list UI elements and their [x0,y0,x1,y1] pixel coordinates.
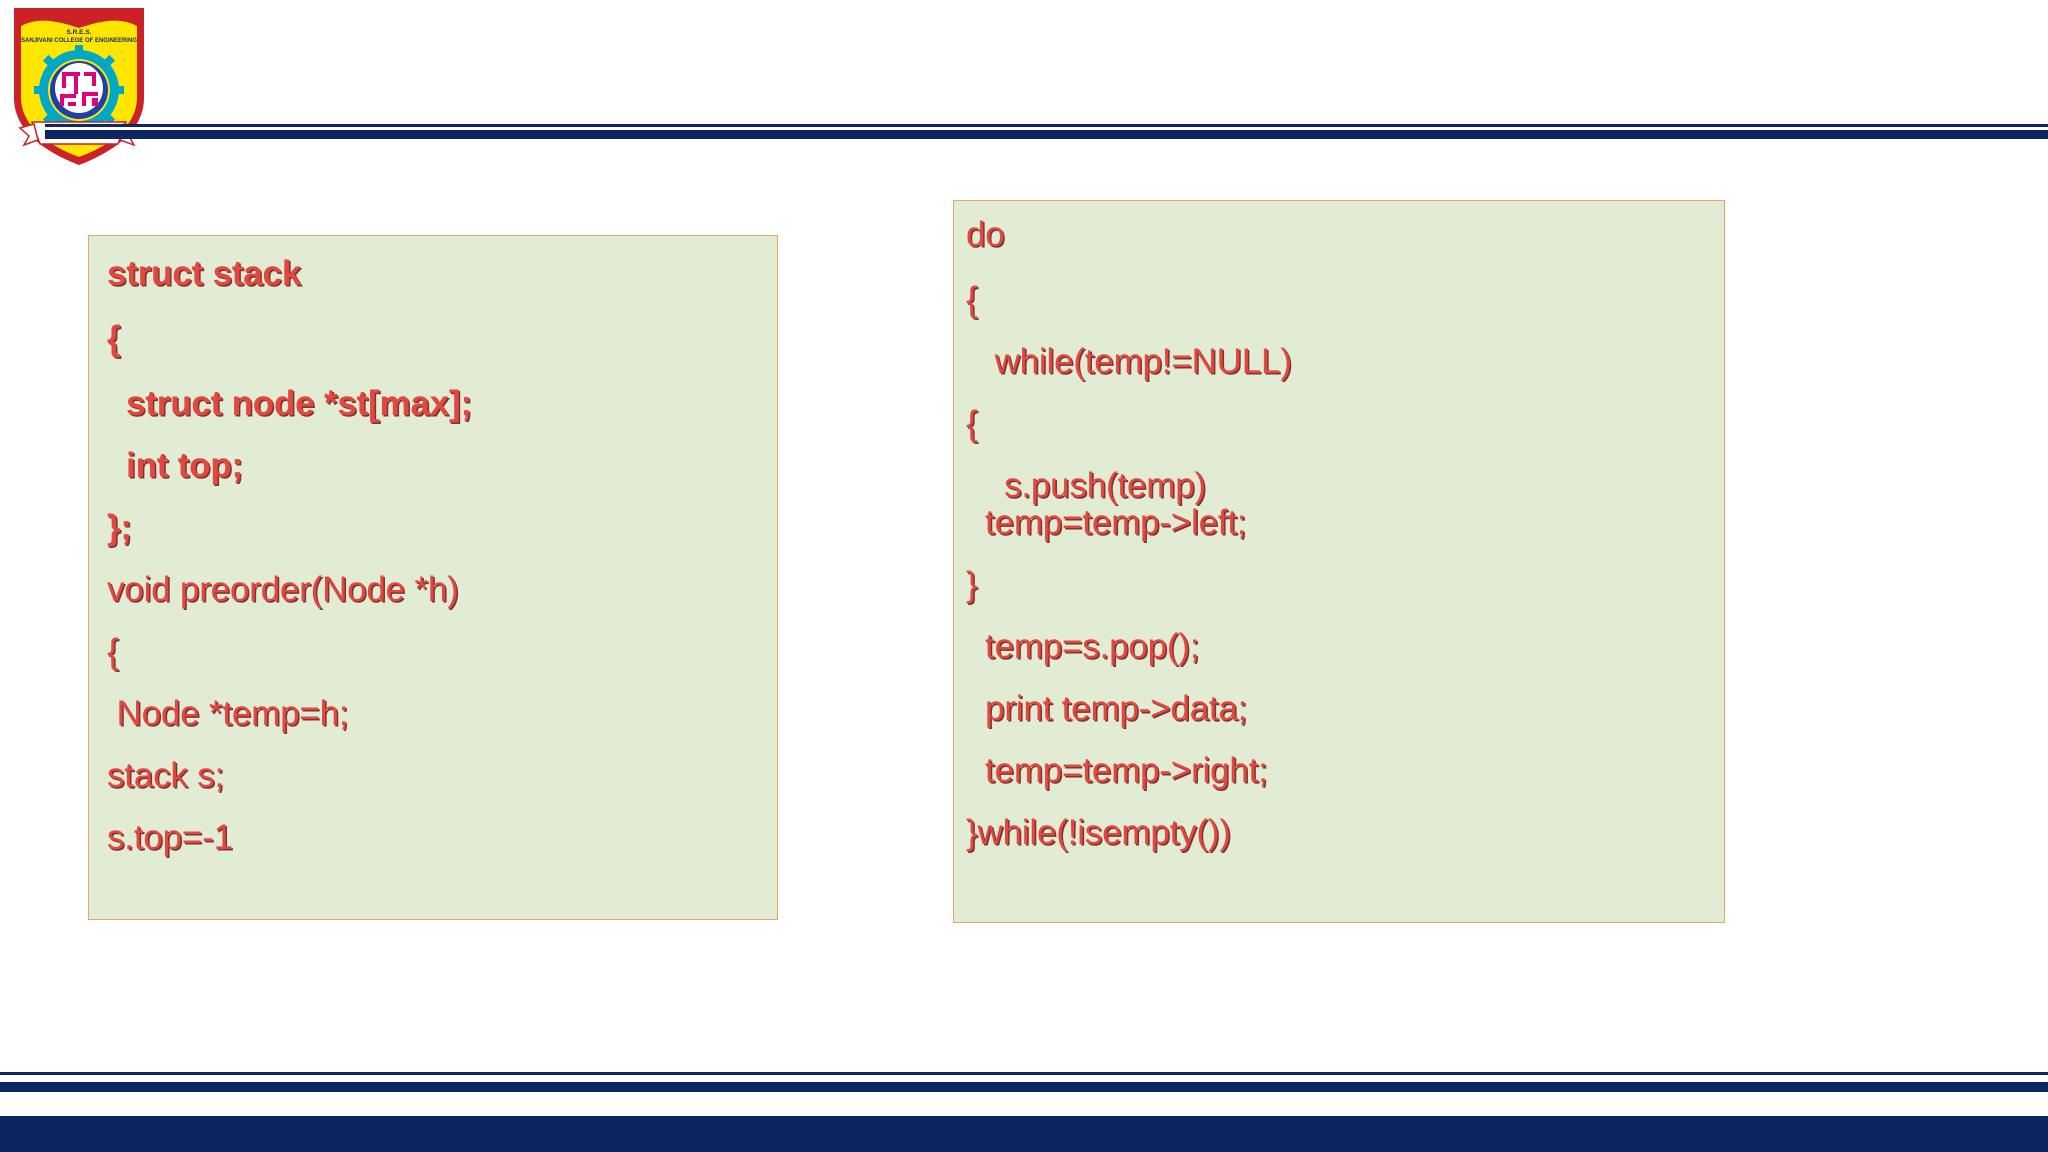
footer-divider [0,1060,2048,1152]
code-block-right: do { while(temp!=NULL) { s.push(temp) temp… [953,200,1725,923]
code-right-line: } [966,565,978,604]
college-logo: S.R.E.S. SANJIVANI COLLEGE OF ENGINEERIN… [8,2,150,172]
code-left-line: void preorder(Node *h) [107,570,459,609]
code-left-line: struct stack [107,254,302,293]
code-right-line: temp=temp->right; [966,751,1268,790]
emblem-icon [60,72,98,106]
header-divider [45,124,2048,140]
header-rule-thin [45,124,2048,127]
logo-line1: S.R.E.S. [67,29,92,36]
header-rule-thick [45,130,2048,139]
code-left-line: int top; [107,446,244,485]
code-right-line: s.push(temp) [966,466,1206,505]
code-right-line: temp=s.pop(); [966,627,1200,666]
code-left-line: s.top=-1 [107,818,233,857]
footer-bar [0,1116,2048,1152]
code-block-left: struct stack { struct node *st[max]; int … [88,235,778,920]
code-left-line: }; [107,508,132,547]
code-left-line: { [107,319,121,358]
college-crest-icon: S.R.E.S. SANJIVANI COLLEGE OF ENGINEERIN… [14,8,144,165]
code-left-line: stack s; [107,756,225,795]
code-left-line: { [107,632,119,671]
code-left-line: Node *temp=h; [107,694,349,733]
footer-rule-thin [0,1072,2048,1075]
code-right-line: { [966,280,978,319]
code-right-line: temp=temp->left; [966,503,1247,542]
logo-line2: SANJIVANI COLLEGE OF ENGINEERING [21,38,137,44]
footer-rule-mid [0,1082,2048,1092]
code-right-line: do [966,215,1005,254]
code-right-line: while(temp!=NULL) [966,342,1292,381]
header-rule-gap [45,127,2048,130]
code-right-line: { [966,404,978,443]
code-left-line: struct node *st[max]; [107,384,472,423]
code-right-line: }while(!isempty()) [966,813,1231,852]
code-right-line: print temp->data; [966,689,1248,728]
